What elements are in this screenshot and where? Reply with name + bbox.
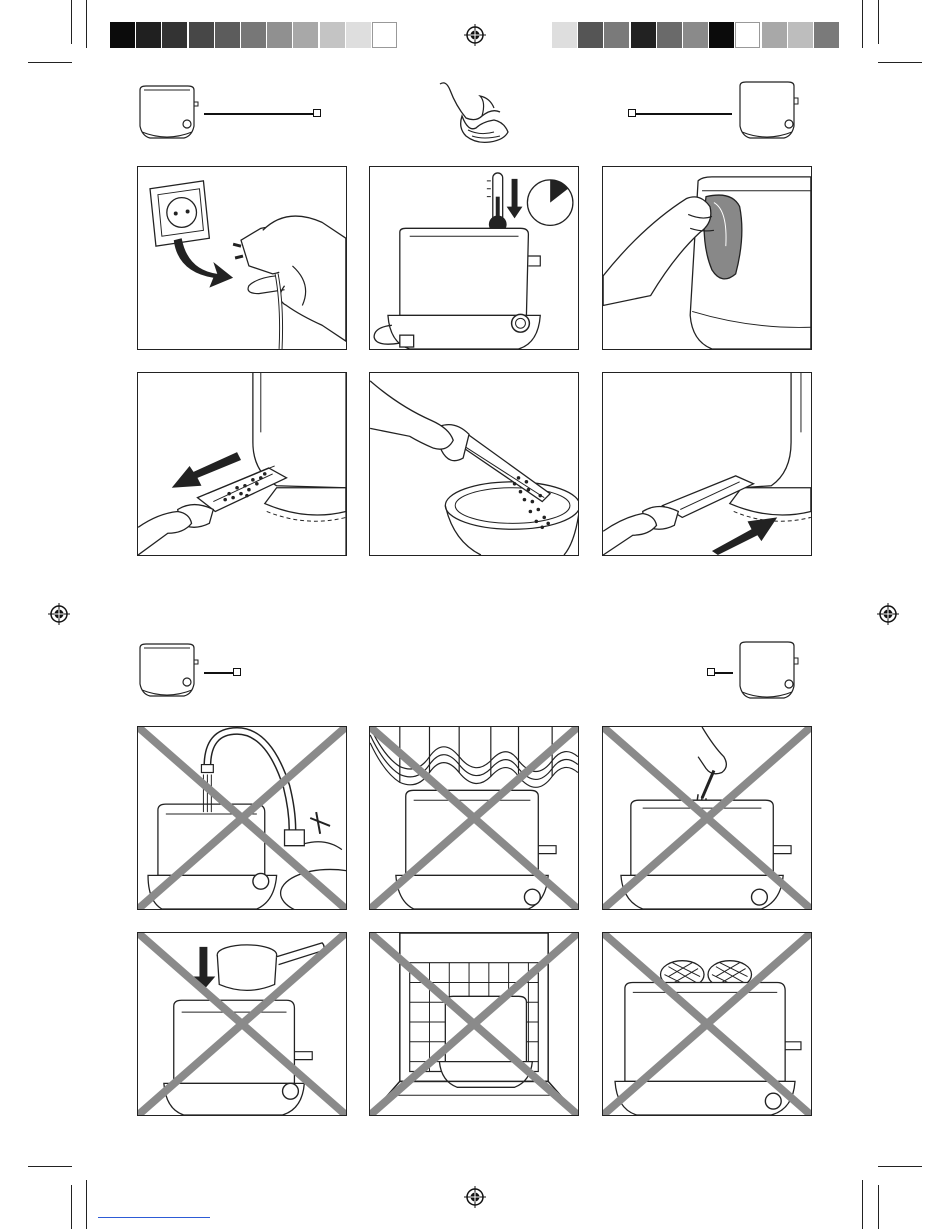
- registration-mark-icon: [464, 1186, 486, 1208]
- color-swatch: [814, 22, 839, 48]
- footer-link-underline: [98, 1217, 210, 1218]
- no-metal-utensils-warning: [602, 726, 812, 910]
- connector-node: [707, 668, 715, 676]
- crop-mark: [28, 1166, 72, 1167]
- crop-mark: [71, 1185, 72, 1229]
- registration-mark-icon: [464, 24, 486, 46]
- connector-line: [636, 113, 732, 115]
- crop-mark: [28, 62, 72, 63]
- prohibited-cross-icon: [138, 933, 346, 1115]
- crop-mark: [878, 62, 922, 63]
- toaster-icon: [134, 640, 200, 704]
- crumb-tray-in-icon: [603, 373, 811, 555]
- connector-line: [204, 113, 314, 115]
- color-swatch: [293, 22, 318, 48]
- no-curtains-warning: [369, 726, 579, 910]
- connector-node: [313, 109, 321, 117]
- toaster-side-icon: [734, 640, 800, 704]
- no-bread-on-top-warning: [602, 932, 812, 1116]
- color-swatch: [136, 22, 161, 48]
- color-swatch: [578, 22, 603, 48]
- wipe-step: [602, 166, 812, 350]
- color-swatch: [657, 22, 682, 48]
- connector-node: [628, 109, 636, 117]
- prohibited-cross-icon: [138, 727, 346, 909]
- connector-node: [233, 668, 241, 676]
- empty-crumb-tray-step: [369, 372, 579, 556]
- color-swatch: [372, 22, 397, 48]
- registration-mark-icon: [48, 603, 70, 625]
- color-swatch: [215, 22, 240, 48]
- remove-crumb-tray-step: [137, 372, 347, 556]
- no-objects-on-top-warning: [137, 932, 347, 1116]
- no-water-warning: [137, 726, 347, 910]
- color-swatch: [604, 22, 629, 48]
- unplug-icon: [138, 167, 346, 349]
- unplug-step: [137, 166, 347, 350]
- thermometer-timer-icon: [370, 167, 578, 349]
- color-swatch: [267, 22, 292, 48]
- cloth-icon: [432, 78, 512, 154]
- crop-mark: [862, 1180, 863, 1229]
- color-swatch: [762, 22, 787, 48]
- insert-crumb-tray-step: [602, 372, 812, 556]
- toaster-icon: [134, 82, 200, 146]
- crop-mark: [862, 0, 863, 48]
- crop-mark: [86, 1180, 87, 1229]
- crop-mark: [878, 0, 879, 44]
- crop-mark: [86, 0, 87, 48]
- color-swatch: [709, 22, 734, 48]
- color-swatch: [631, 22, 656, 48]
- color-swatch: [683, 22, 708, 48]
- connector-line: [204, 672, 234, 674]
- color-swatch: [552, 22, 577, 48]
- cool-down-step: [369, 166, 579, 350]
- crop-mark: [878, 1166, 922, 1167]
- prohibited-cross-icon: [603, 933, 811, 1115]
- toaster-side-icon: [734, 80, 800, 144]
- crumb-tray-empty-icon: [370, 373, 578, 555]
- wipe-cloth-icon: [603, 167, 811, 349]
- color-swatch: [162, 22, 187, 48]
- color-swatch: [735, 22, 760, 48]
- color-swatch: [320, 22, 345, 48]
- no-dishwasher-warning: [369, 932, 579, 1116]
- color-swatch: [110, 22, 135, 48]
- crop-mark: [71, 0, 72, 44]
- crop-mark: [878, 1185, 879, 1229]
- color-swatch: [788, 22, 813, 48]
- connector-line: [715, 672, 733, 674]
- prohibited-cross-icon: [370, 727, 578, 909]
- prohibited-cross-icon: [603, 727, 811, 909]
- color-swatch: [241, 22, 266, 48]
- crumb-tray-out-icon: [138, 373, 346, 555]
- prohibited-cross-icon: [370, 933, 578, 1115]
- registration-mark-icon: [877, 603, 899, 625]
- color-swatch: [189, 22, 214, 48]
- color-swatch: [346, 22, 371, 48]
